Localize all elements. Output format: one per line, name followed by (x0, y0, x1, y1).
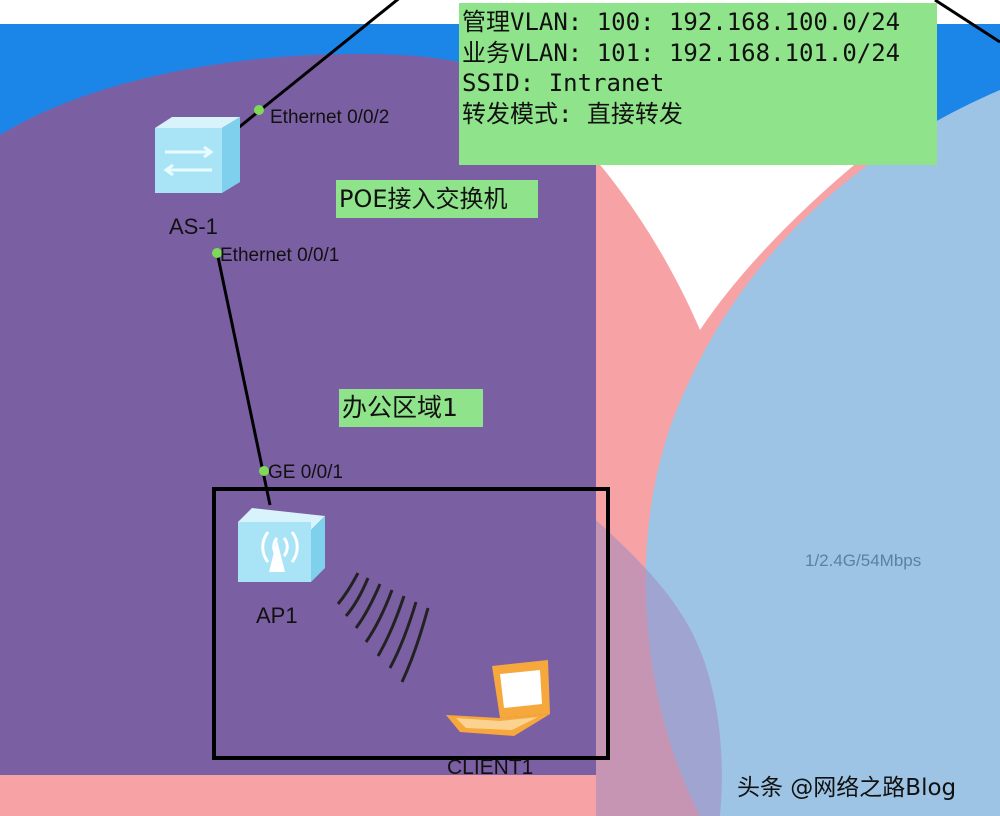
port-label-eth001: Ethernet 0/0/1 (220, 245, 340, 266)
switch-icon[interactable] (155, 117, 240, 193)
coverage-overlap (596, 520, 722, 816)
config-info-box: 管理VLAN: 100: 192.168.100.0/24 业务VLAN: 10… (459, 3, 937, 165)
port-dot-eth002 (254, 105, 264, 115)
switch-name: AS-1 (169, 214, 218, 239)
office-area-frame (212, 487, 610, 760)
port-dot-ge001 (259, 466, 269, 476)
access-point-icon[interactable] (238, 508, 325, 582)
switch-ap-link (215, 251, 272, 506)
info-forward-mode: 转发模式: 直接转发 (462, 99, 683, 128)
info-mgmt-vlan: 管理VLAN: 100: 192.168.100.0/24 (462, 8, 901, 36)
client-name: CLIENT1 (447, 756, 534, 779)
uplink-line (237, 0, 400, 130)
poe-switch-label: POE接入交换机 (336, 180, 538, 218)
purple-office-area (0, 54, 596, 776)
watermark: 头条 @网络之路Blog (737, 775, 957, 801)
info-service-vlan: 业务VLAN: 101: 192.168.101.0/24 (462, 38, 901, 67)
light-blue-coverage (645, 90, 1000, 816)
wireless-signal-waves (336, 572, 430, 683)
port-label-ge001: GE 0/0/1 (268, 462, 343, 483)
white-cutout (596, 160, 860, 330)
port-dot-eth001 (212, 248, 222, 258)
laptop-icon[interactable] (446, 660, 550, 736)
right-uplink-line (934, 0, 1000, 44)
rate-label: 1/2.4G/54Mbps (805, 551, 922, 570)
office-area-label: 办公区域1 (339, 389, 483, 427)
info-ssid: SSID: Intranet (462, 69, 665, 97)
ap-name: AP1 (256, 603, 298, 628)
port-label-eth002: Ethernet 0/0/2 (270, 107, 390, 128)
